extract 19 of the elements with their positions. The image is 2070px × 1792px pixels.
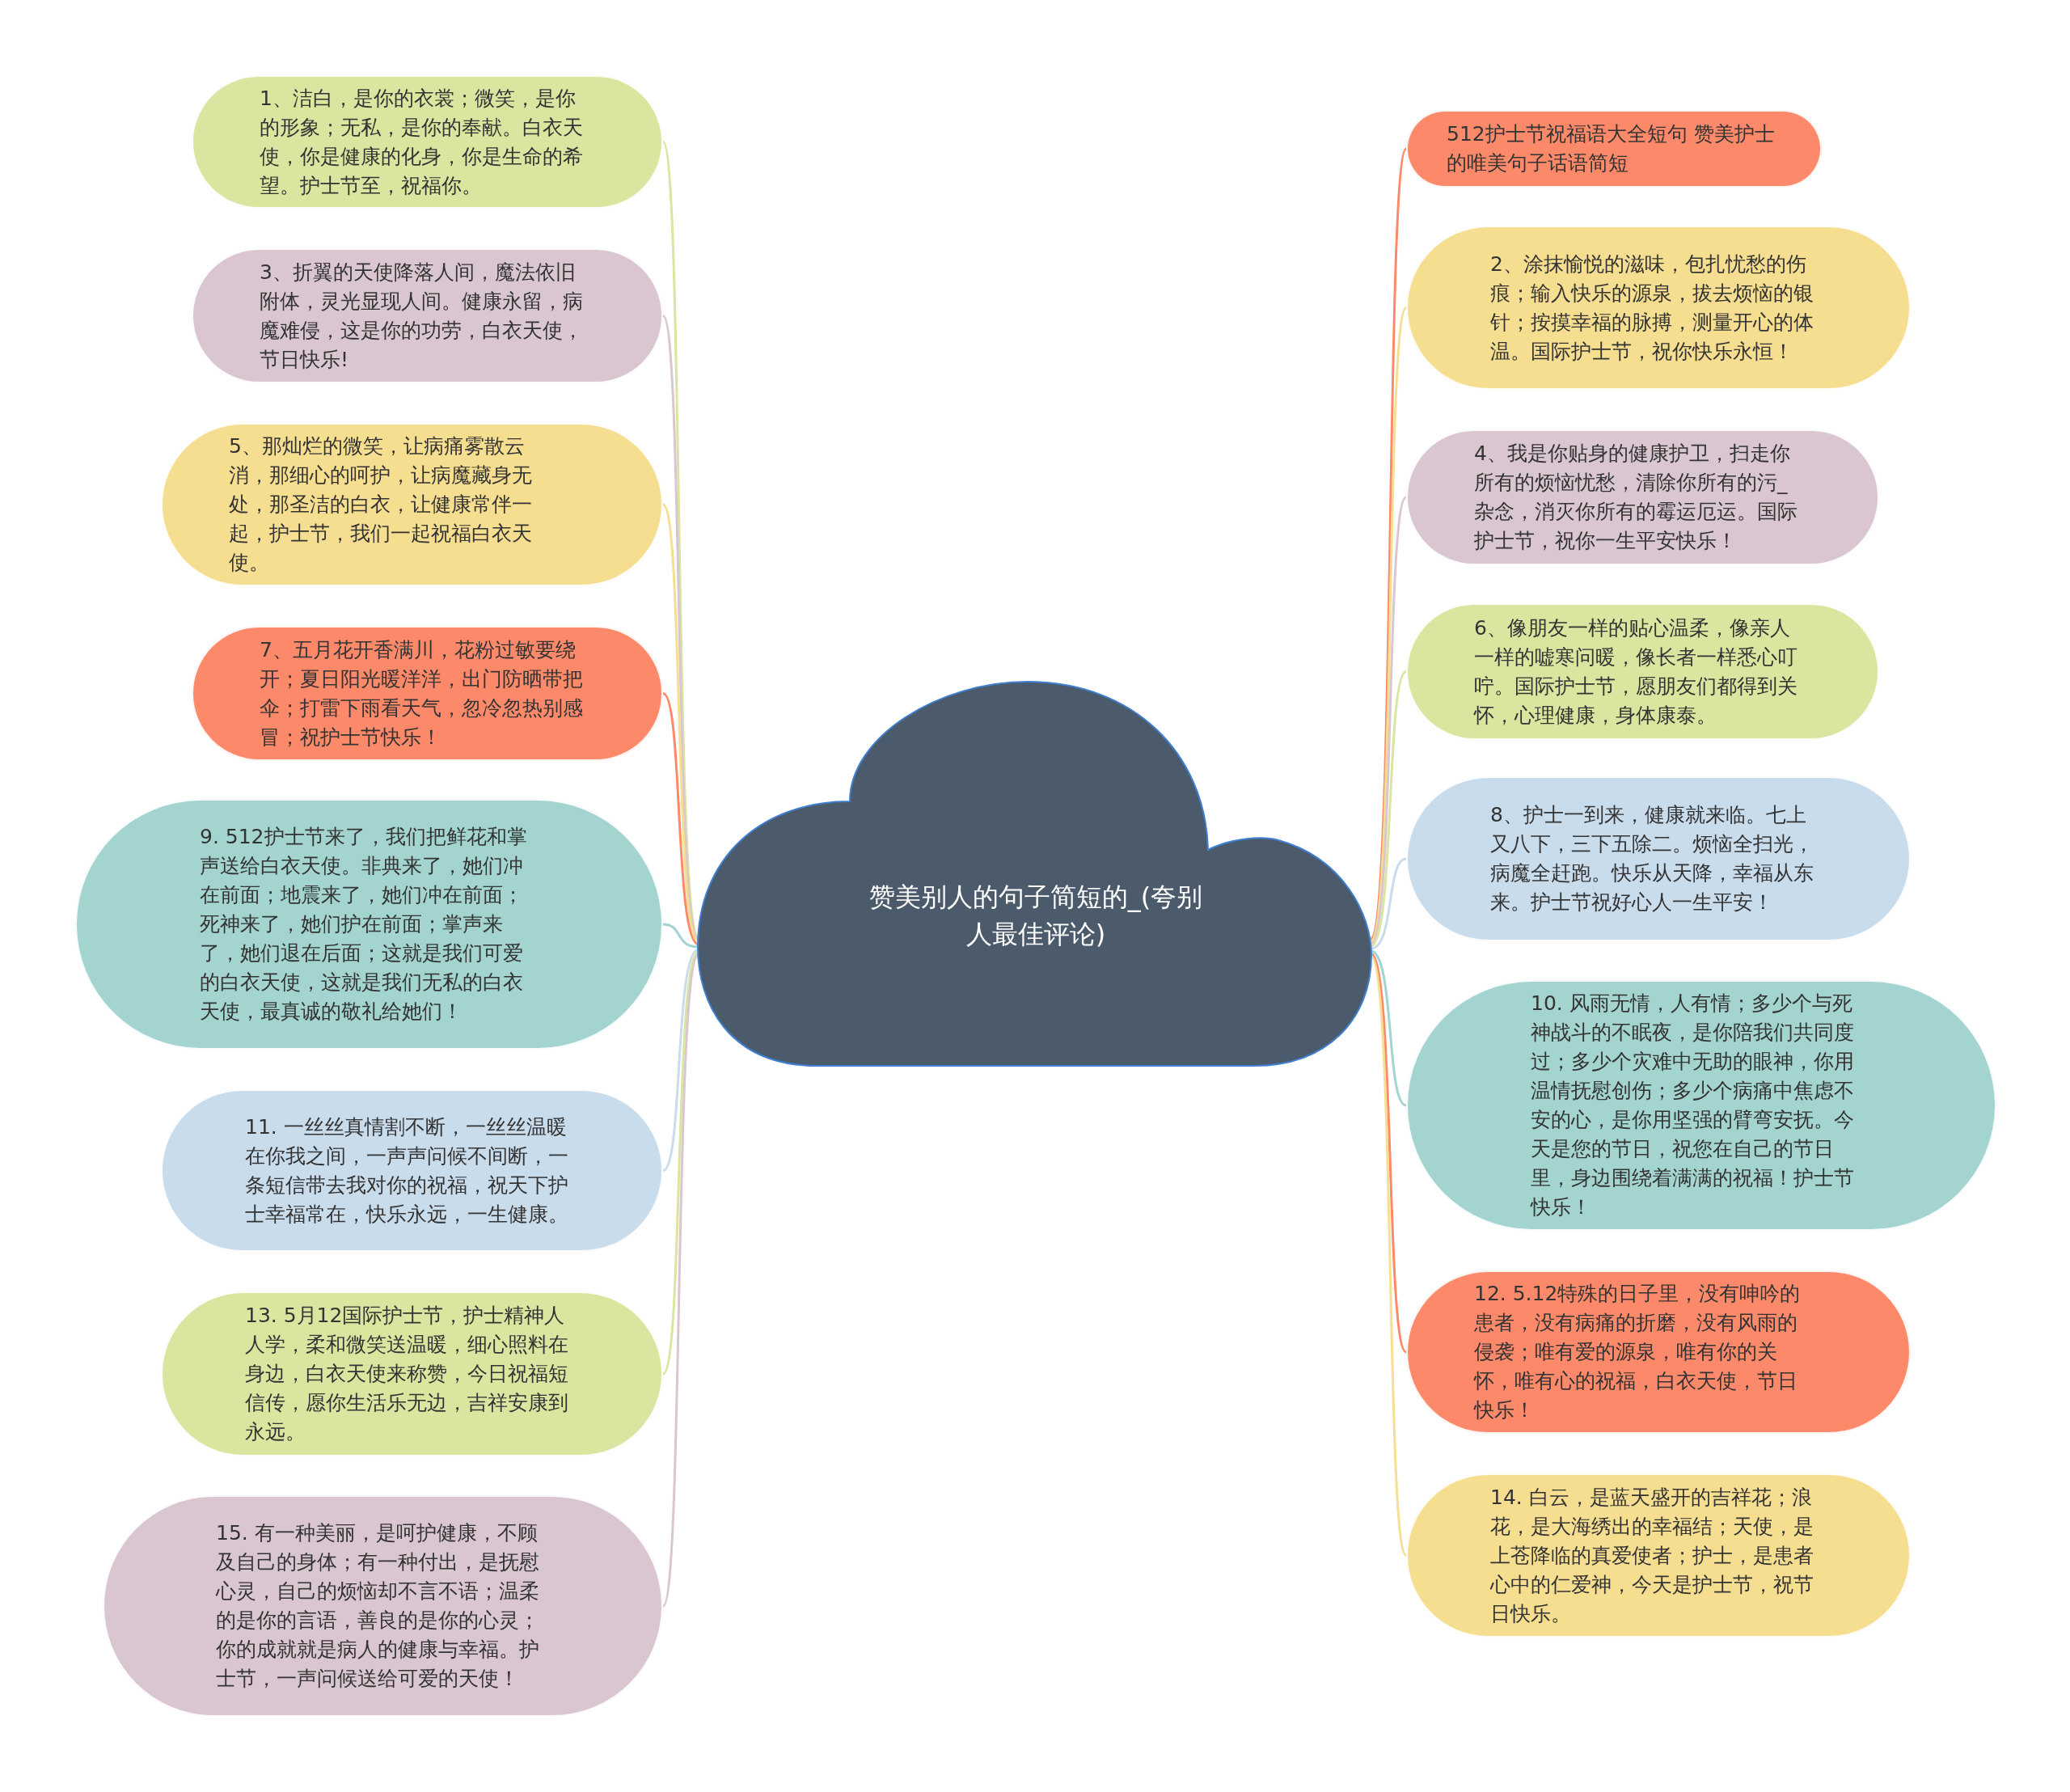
text-bubble: 9. 512护士节来了，我们把鲜花和掌声送给白衣天使。非典来了，她们冲在前面；地震来了，她们冲在前面；死神来了，她们护在前面；掌声来了，她们退在后面；这就是我们可爱的白衣天使，这就是我们无私的白衣天使，最真诚的敬礼给她们！ [75, 799, 663, 1050]
text-bubble: 2、涂抹愉悦的滋味，包扎忧愁的伤痕；输入快乐的源泉，拔去烦恼的银针；按摸幸福的脉搏，测量开心的体温。国际护士节，祝你快乐永恒！ [1406, 226, 1911, 390]
text-bubble: 13. 5月12国际护士节，护士精神人人学，柔和微笑送温暖，细心照料在身边，白衣天使来称赞，今日祝福短信传，愿你生活乐无边，吉祥安康到永远。 [161, 1291, 663, 1456]
connector-line [1369, 148, 1408, 940]
text-bubble: 6、像朋友一样的贴心温柔，像亲人一样的嘘寒问暖，像长者一样悉心叮咛。国际护士节，愿朋友们都得到关怀，心理健康，身体康泰。 [1406, 603, 1879, 740]
topic-text: 赞美别人的句子简短的_(夸别人最佳评论) [868, 881, 1204, 951]
connector-line [1370, 857, 1407, 950]
text-bubble: 10. 风雨无情，人有情；多少个与死神战斗的不眠夜，是你陪我们共同度过；多少个灾难中无助的眼神，你用温情抚慰创伤；多少个病痛中焦虑不安的心，是你用坚强的臂弯安抚。今天是您的节日，祝您在自己的节日里，身边围绕着满满的祝福！护士节快乐！ [1406, 980, 1996, 1231]
text-bubble: 14. 白云，是蓝天盛开的吉祥花；浪花，是大海绣出的幸福结；天使，是上苍降临的真爱使者；护士，是患者心中的仁爱神，今天是护士节，祝节日快乐。 [1406, 1473, 1911, 1638]
text-bubble: 1、洁白，是你的衣裳；微笑，是你的形象；无私，是你的奉献。白衣天使，你是健康的化身，你是生命的希望。护士节至，祝福你。 [192, 75, 663, 209]
text-bubble: 12. 5.12特殊的日子里，没有呻吟的患者，没有病痛的折磨，没有风雨的侵袭；唯有爱的源泉，唯有你的关怀，唯有心的祝福，白衣天使，节日快乐！ [1406, 1270, 1911, 1434]
text-bubble: 3、折翼的天使降落人间，魔法依旧附体，灵光显现人间。健康永留，病魔难侵，这是你的功劳，白衣天使，节日快乐! [192, 248, 663, 383]
text-bubble: 7、五月花开香满川，花粉过敏要绕开；夏日阳光暖洋洋，出门防晒带把伞；打雷下雨看天气，忽冷忽热别感冒；祝护士节快乐！ [192, 626, 663, 761]
text-bubble: 512护士节祝福语大全短句 赞美护士的唯美句子话语简短 [1406, 110, 1822, 188]
text-bubble: 4、我是你贴身的健康护卫，扫走你所有的烦恼忧愁，清除你所有的污_杂念，消灭你所有的霉运厄运。国际护士节，祝你一生平安快乐！ [1406, 429, 1879, 565]
text-bubble: 15. 有一种美丽，是呵护健康，不顾及自己的身体；有一种付出，是抚慰心灵，自己的烦恼却不言不语；温柔的是你的言语，善良的是你的心灵；你的成就就是病人的健康与幸福。护士节，一声问候送给可爱的天使！ [103, 1495, 663, 1717]
text-bubble: 5、那灿烂的微笑，让病痛雾散云消，那细心的呵护，让病魔藏身无处，那圣洁的白衣，让健康常伴一起，护士节，我们一起祝福白衣天使。 [161, 423, 663, 586]
text-bubble: 8、护士一到来，健康就来临。七上又八下，三下五除二。烦恼全扫光，病魔全赶跑。快乐从天降，幸福从东来。护士节祝好心人一生平安！ [1406, 776, 1911, 941]
text-bubble: 11. 一丝丝真情割不断，一丝丝温暖在你我之间，一声声问候不间断，一条短信带去我对你的祝福，祝天下护士幸福常在，快乐永远，一生健康。 [161, 1089, 663, 1252]
